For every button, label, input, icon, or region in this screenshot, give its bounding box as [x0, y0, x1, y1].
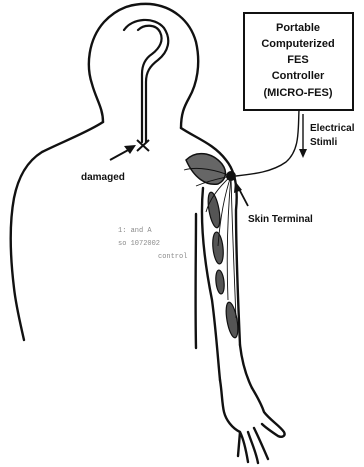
forearm-outer-outline — [240, 345, 252, 388]
controller-line-4: Controller — [272, 70, 325, 82]
faint-text-line-2: so 1072002 — [118, 240, 160, 248]
controller-cable — [236, 110, 299, 176]
hand-outline — [220, 380, 285, 463]
controller-line-2: Computerized — [261, 38, 334, 50]
faint-text-line-1: 1: and A — [118, 227, 152, 235]
stimuli-label-line-1: Electrical — [310, 123, 355, 134]
skin-terminal — [226, 171, 236, 181]
skin-terminal-label: Skin Terminal — [248, 214, 313, 225]
damaged-label: damaged — [81, 172, 125, 183]
stimuli-label-line-2: Stimli — [310, 137, 337, 148]
muscle-elbow — [215, 270, 225, 295]
stimuli-arrow — [299, 114, 307, 158]
spinal-cord — [124, 20, 168, 142]
damaged-arrow — [110, 145, 136, 160]
controller-line-3: FES — [287, 54, 308, 66]
muscle-mid-arm — [211, 232, 224, 265]
muscle-upper-arm — [206, 191, 222, 228]
controller-line-5: (MICRO-FES) — [263, 87, 332, 99]
faint-text: 1: and A so 1072002 control — [118, 227, 187, 261]
faint-text-line-3: control — [158, 253, 187, 261]
controller-line-1: Portable — [276, 22, 320, 34]
left-shoulder-outline — [11, 122, 103, 340]
